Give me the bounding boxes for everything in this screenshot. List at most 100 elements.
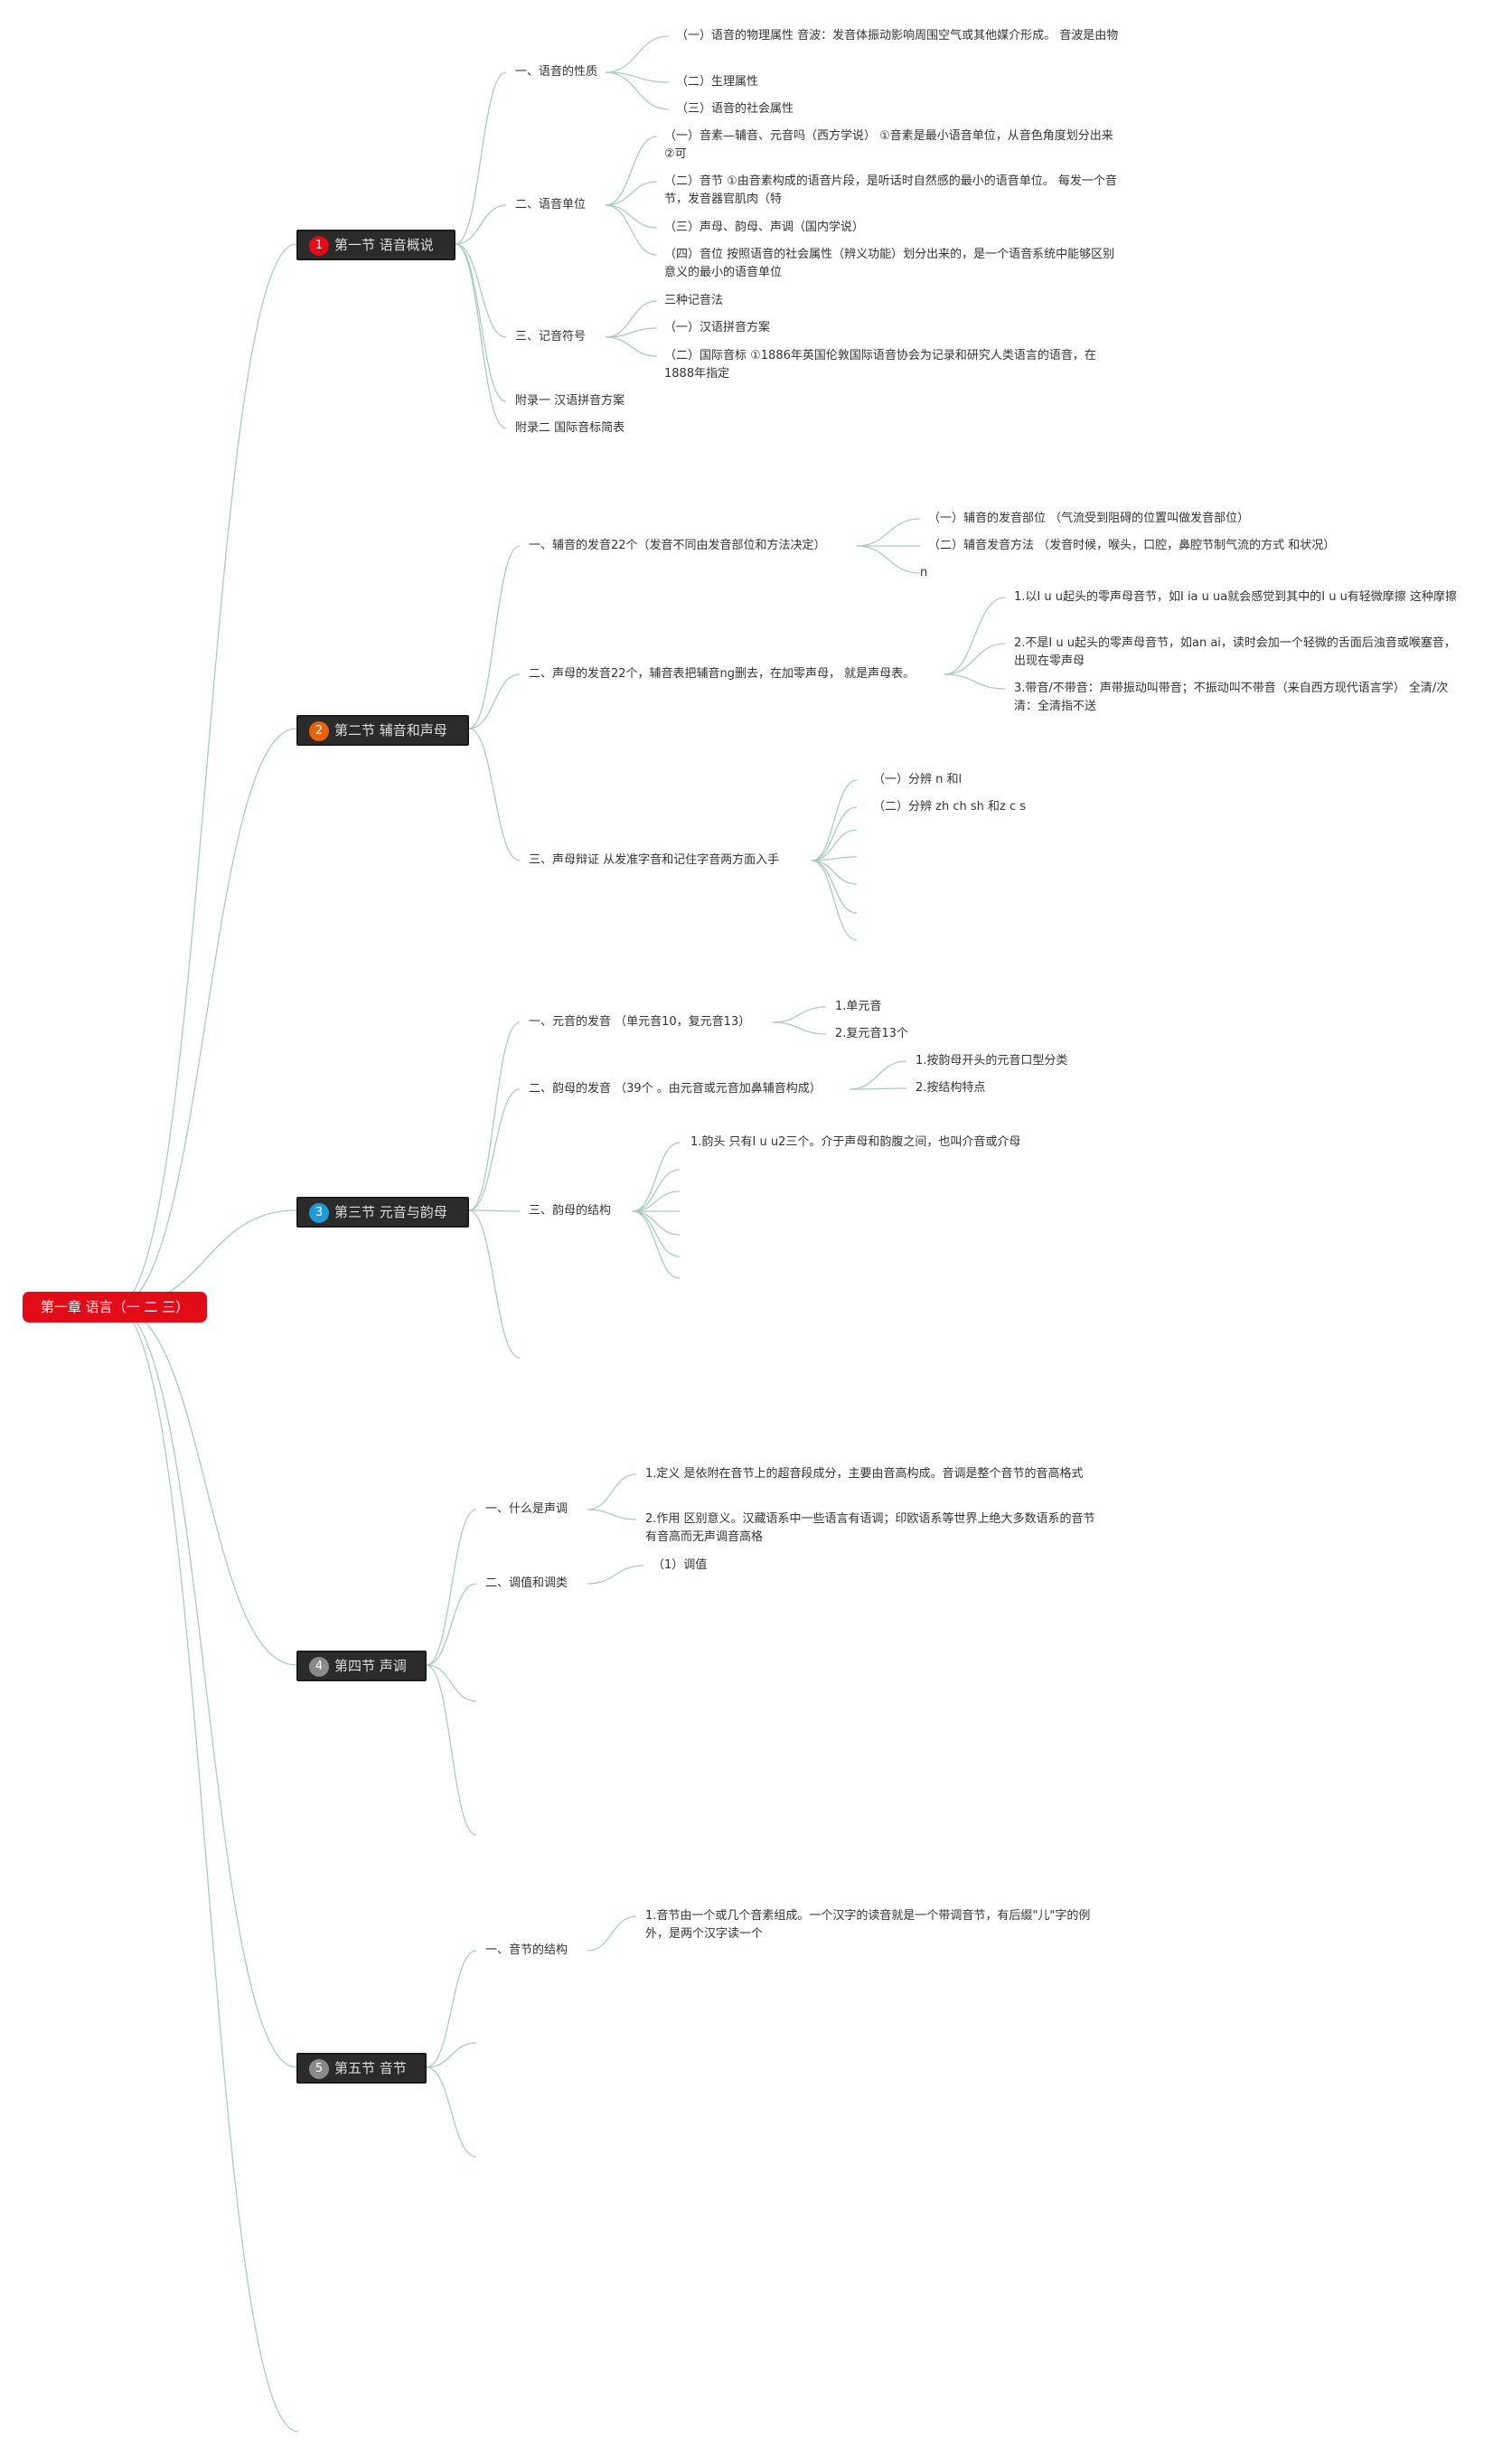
connector-line [426, 2042, 477, 2068]
leaf-node[interactable]: （一）音素—辅音、元音吗（西方学说） ①音素是最小语音单位，从音色角度划分出来 … [664, 129, 1113, 161]
leaf-node[interactable]: （一）分辨 n 和l [873, 773, 963, 786]
connector-line [856, 518, 921, 547]
connector-line [426, 2066, 477, 2158]
leaf-node[interactable]: （一）辅音的发音部位 （气流受到阻碍的位置叫做发音部位） [928, 512, 1250, 525]
leaf-node[interactable]: （二）分辨 zh ch sh 和z c s [873, 800, 1027, 814]
section-label: 第四节 声调 [334, 1658, 407, 1674]
connector-line [587, 1473, 637, 1510]
connector-line [849, 1060, 907, 1090]
connector-line [856, 545, 921, 574]
topic-node[interactable]: 一、元音的发音 （单元音10，复元音13） [529, 1015, 751, 1029]
section-node-3[interactable]: 3 第三节 元音与韵母 [296, 1197, 469, 1228]
connector-line [811, 779, 858, 861]
section-node-2[interactable]: 2 第二节 辅音和声母 [296, 715, 469, 746]
leaf-node[interactable]: （二）国际音标 ①1886年英国伦敦国际语音协会为记录和研究人类语言的语音，在1… [664, 349, 1096, 381]
section-label: 第三节 元音与韵母 [334, 1204, 447, 1220]
connector-line [587, 1915, 637, 1952]
section-number-badge: 2 [309, 721, 329, 741]
topic-node[interactable]: 二、调值和调类 [485, 1576, 568, 1590]
topic-node[interactable]: 一、语音的性质 [515, 65, 598, 79]
connector-line [811, 860, 858, 941]
connector-line [426, 1583, 477, 1666]
connector-line [468, 1209, 521, 1359]
connector-line [849, 1087, 907, 1090]
section-node-4[interactable]: 4 第四节 声调 [296, 1651, 427, 1681]
connector-line [944, 643, 1006, 675]
connector-line [426, 1664, 477, 1702]
connector-line [455, 204, 507, 245]
connector-line [605, 327, 658, 338]
topic-node[interactable]: 三、声母辩证 从发准字音和记住字音两方面入手 [529, 853, 780, 867]
topic-node[interactable]: 一、音节的结构 [485, 1943, 568, 1957]
topic-node[interactable]: 三、记音符号 [515, 330, 587, 343]
connector-line [811, 829, 858, 861]
topic-node[interactable]: 一、辅音的发音22个（发音不同由发音部位和方法决定） [529, 539, 826, 552]
leaf-node[interactable]: （二）辅音发音方法 （发音时候，喉头，口腔，鼻腔节制气流的方式 和状况） [928, 539, 1336, 552]
connector-line [455, 243, 507, 429]
connector-line [115, 1306, 299, 2432]
topic-node[interactable]: 三、韵母的结构 [529, 1204, 612, 1218]
connector-line [811, 860, 858, 914]
leaf-node[interactable]: （一）汉语拼音方案 [664, 321, 771, 334]
section-number-badge: 1 [309, 236, 329, 256]
topic-node[interactable]: 附录二 国际音标简表 [515, 421, 625, 435]
connector-line [455, 243, 507, 338]
connector-line [455, 71, 507, 245]
leaf-node[interactable]: 三种记音法 [664, 294, 724, 307]
root-label: 第一章 语言（一 二 三） [40, 1299, 190, 1315]
section-number-badge: 3 [309, 1203, 329, 1223]
leaf-node[interactable]: 1.音节由一个或几个音素组成。一个汉字的读音就是一个带调音节，有后缀"儿"字的例… [645, 1909, 1091, 1941]
connector-line [605, 181, 658, 206]
leaf-node[interactable]: n [920, 566, 928, 579]
leaf-node[interactable]: 1.以I u u起头的零声母音节，如I ia u ua就会感觉到其中的I u u… [1014, 590, 1457, 604]
leaf-node[interactable]: （一）语音的物理属性 音波：发音体振动影响周围空气或其他媒介形成。 音波是由物 [676, 29, 1119, 42]
leaf-node[interactable]: 3.带音/不带音：声带振动叫带音；不振动叫不带音（来自西方现代语言学） 全清/次… [1014, 682, 1449, 713]
connector-line [605, 204, 658, 256]
connector-line [944, 673, 1006, 690]
leaf-node[interactable]: （三）语音的社会属性 [676, 102, 794, 116]
topic-node[interactable]: 一、什么是声调 [485, 1502, 568, 1516]
leaf-node[interactable]: （二）音节 ①由音素构成的语音片段，是听话时自然感的最小的语音单位。 每发一个音… [664, 174, 1117, 206]
connector-line [772, 1006, 827, 1023]
connector-line [632, 1210, 681, 1279]
connector-line [426, 1664, 477, 1836]
leaf-node[interactable]: （二）生理属性 [676, 75, 759, 89]
root-node[interactable]: 第一章 语言（一 二 三） [23, 1292, 207, 1322]
leaf-node[interactable]: （1）调值 [653, 1558, 708, 1572]
leaf-node[interactable]: （四）音位 按照语音的社会属性（辨义功能）划分出来的，是一个语音系统中能够区别意… [664, 248, 1115, 279]
leaf-node[interactable]: 2.不是I u u起头的零声母音节，如an ai，读时会加一个轻微的舌面后浊音或… [1014, 636, 1456, 668]
connector-line [944, 597, 1006, 675]
topic-node[interactable]: 二、声母的发音22个，辅音表把辅音ng删去，在加零声母， 就是声母表。 [529, 667, 916, 681]
connector-line [605, 35, 670, 73]
connector-line [426, 1950, 477, 2068]
connector-line [468, 1021, 521, 1211]
leaf-node[interactable]: （三）声母、韵母、声调（国内学说） [664, 221, 865, 234]
topic-node[interactable]: 二、韵母的发音 （39个 。由元音或元音加鼻辅音构成） [529, 1082, 822, 1096]
topic-node[interactable]: 附录一 汉语拼音方案 [515, 394, 625, 408]
connector-line [426, 1509, 477, 1666]
leaf-node[interactable]: 1.按韵母开头的元音口型分类 [916, 1054, 1068, 1068]
section-number-badge: 4 [309, 1657, 329, 1677]
connector-line [455, 243, 507, 402]
connector-line [605, 336, 658, 357]
section-label: 第二节 辅音和声母 [334, 722, 447, 739]
connector-line [605, 300, 658, 338]
section-label: 第五节 音节 [334, 2060, 407, 2076]
leaf-node[interactable]: 2.按结构特点 [916, 1081, 986, 1095]
leaf-node[interactable]: 1.韵头 只有I u u2三个。介于声母和韵腹之间，也叫介音或介母 [690, 1135, 1021, 1149]
leaf-node[interactable]: 1.单元音 [835, 1000, 882, 1013]
connector-line [605, 136, 658, 206]
leaf-node[interactable]: 1.定义 是依附在音节上的超音段成分，主要由音高构成。音调是整个音节的音高格式 [645, 1467, 1084, 1481]
connector-line [468, 545, 521, 729]
leaf-node[interactable]: 2.作用 区别意义。汉藏语系中一些语言有语调；印欧语系等世界上绝大多数语系的音节… [645, 1512, 1095, 1544]
leaf-node[interactable]: 2.复元音13个 [835, 1027, 908, 1040]
connector-line [632, 1142, 681, 1212]
topic-node[interactable]: 二、语音单位 [515, 198, 587, 212]
section-label: 第一节 语音概说 [334, 237, 434, 253]
connector-line [468, 728, 521, 861]
connector-line [632, 1210, 681, 1236]
connector-line [468, 673, 521, 729]
connector-line [772, 1021, 827, 1035]
section-node-1[interactable]: 1 第一节 语音概说 [296, 230, 455, 260]
